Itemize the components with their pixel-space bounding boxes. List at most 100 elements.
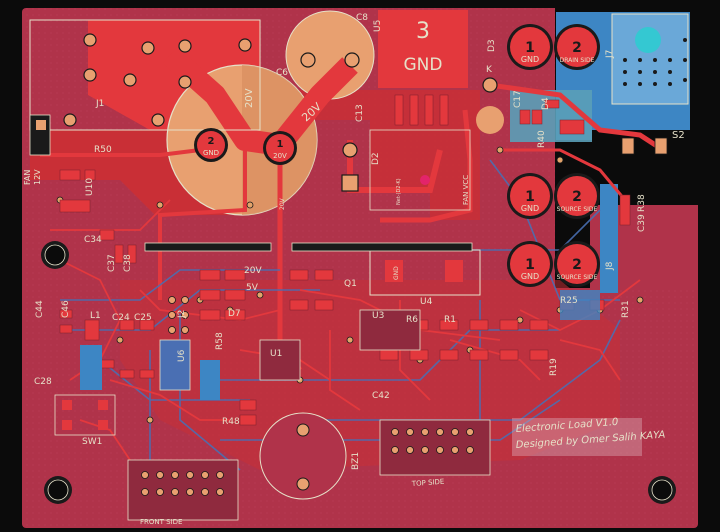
cap-pad-2-label: GND: [203, 149, 219, 157]
designator-k: K: [486, 65, 493, 75]
cap-pad-1-label: 20V: [273, 152, 287, 160]
cap-pad-1-number: 1: [277, 139, 284, 150]
slot-left: [144, 242, 272, 252]
silk-gnd-small: GND: [393, 266, 400, 280]
designator-r50: R50: [94, 145, 112, 155]
designator-c39: C39: [637, 214, 647, 232]
d2-pad-k: [341, 174, 359, 192]
slot-right: [291, 242, 473, 252]
terminal-3-number: 1: [525, 189, 535, 205]
j7-mounting-pad: [635, 27, 661, 53]
designator-c44: C44: [35, 300, 45, 318]
designator-r40: R40: [537, 130, 547, 148]
terminal-1-number: 1: [525, 40, 535, 56]
designator-c25: C25: [134, 313, 152, 323]
designator-c34: C34: [84, 235, 102, 245]
designator-c46: C46: [61, 300, 71, 318]
u4-pad-gnd: [385, 260, 403, 282]
trace-fan-connector: [40, 148, 201, 157]
designator-c17: C17: [513, 90, 523, 108]
r25-zone: [560, 290, 600, 320]
sw1-pad-d: [98, 420, 108, 430]
designator-u1: U1: [270, 349, 282, 359]
silk-top-side: TOP SIDE: [411, 478, 445, 488]
designator-j7: J7: [605, 50, 615, 59]
fan-pin-1: [36, 120, 46, 130]
j7-pin-grid: [623, 38, 687, 86]
terminal-4-pad: [557, 176, 597, 216]
d2-outline: [369, 129, 471, 211]
trace-label-20v-a: 20V: [244, 88, 255, 108]
trace-left-down: [158, 140, 247, 300]
designator-r1: R1: [444, 315, 456, 325]
terminal-6-pad: [557, 244, 597, 284]
d3-pad: [482, 77, 498, 93]
designator-d7: D7: [228, 309, 241, 319]
ic-u1-body: [259, 339, 301, 381]
trace-20v-main: [162, 46, 358, 156]
designator-c38: C38: [123, 254, 133, 272]
gnd-block-label: GND: [404, 55, 443, 75]
terminal-6-label: SOURCE SIDE: [557, 274, 598, 281]
designator-j1: J1: [95, 99, 104, 109]
designator-r38: R38: [637, 194, 647, 212]
buzzer-pad-2: [296, 477, 310, 491]
silk-net-d2: Net-(D2-K): [396, 178, 402, 205]
dark-slot: [600, 148, 690, 184]
terminal-2-number: 2: [572, 40, 582, 56]
designator-u5: U5: [373, 20, 383, 32]
designator-u4: U4: [420, 297, 433, 307]
j2-pins: [168, 296, 189, 334]
designator-c24: C24: [112, 313, 130, 323]
trace-label-20v-c: 20V: [279, 197, 286, 210]
c8-pad-2: [344, 52, 360, 68]
sw1-outline: [54, 394, 116, 436]
designator-r48: R48: [222, 417, 240, 427]
designator-s2: S2: [672, 130, 685, 141]
terminal-group: [507, 24, 600, 287]
terminal-4-number: 2: [572, 189, 582, 205]
designator-j8: J8: [605, 261, 615, 271]
terminal-3-label: GND: [521, 204, 539, 213]
c8-pad-1: [300, 52, 316, 68]
ic-u3-body: [359, 309, 421, 351]
terminal-6-number: 2: [572, 257, 582, 273]
designator-c13: C13: [355, 104, 365, 122]
ic-u6-pad: [200, 360, 220, 400]
u4-pad-out: [445, 260, 463, 282]
sw1-pad-c: [62, 420, 72, 430]
designator-j2: J2: [177, 310, 187, 319]
designator-r25: R25: [560, 296, 578, 306]
ic-u6-body: [159, 339, 191, 391]
mounting-holes: [41, 241, 676, 504]
silk-fan-label: FAN: [23, 170, 32, 185]
designator-q1: Q1: [344, 279, 357, 289]
designator-c6: C6: [276, 68, 288, 78]
terminal-2-pad: [557, 27, 597, 67]
buzzer-bz1-outline: [259, 412, 347, 500]
gnd-block-number: 3: [416, 19, 430, 44]
j1-pins: [63, 33, 252, 127]
c6-pad-2: [197, 131, 225, 159]
terminal-5-pad: [510, 244, 550, 284]
silk-fan-12v: 12V: [33, 169, 42, 185]
designator-d2: D2: [371, 152, 381, 165]
s2-pad-a: [621, 137, 635, 155]
trace-r38: [500, 148, 627, 201]
c6-pad-1: [266, 134, 294, 162]
designator-l1: L1: [90, 311, 101, 321]
silk-fan-vcc: FAN VCC: [462, 175, 470, 205]
designator-sw1: SW1: [82, 437, 102, 447]
s2-pad-b: [654, 137, 668, 155]
designator-u3: U3: [372, 311, 384, 321]
designator-r31: R31: [621, 300, 631, 318]
trace-d2: [347, 140, 443, 193]
cap-pad-2-number: 2: [208, 136, 215, 147]
d2-pad-a: [342, 142, 358, 158]
designator-r19: R19: [549, 358, 559, 376]
trace-j7: [489, 82, 662, 151]
designator-c8: C8: [356, 13, 368, 23]
designator-u10: U10: [85, 178, 95, 196]
designator-c37: C37: [107, 254, 117, 272]
